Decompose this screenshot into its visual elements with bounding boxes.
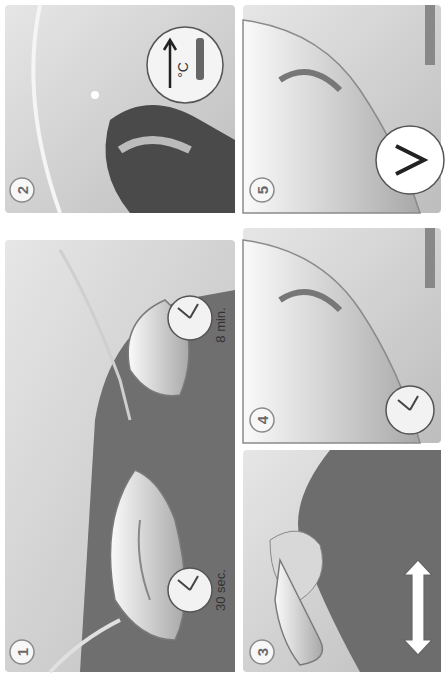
number-circle: [10, 178, 274, 664]
panel: [243, 450, 441, 672]
thermometer: [196, 38, 204, 80]
iron-handle: [280, 292, 340, 310]
iron-edge: [33, 5, 60, 213]
iron-handle: [280, 72, 340, 90]
callout-number: 4: [255, 416, 270, 424]
dial: [106, 105, 236, 213]
indicator-light: [91, 91, 99, 99]
iron-handle: [139, 520, 150, 600]
up-down-arrow: [404, 560, 432, 655]
ironing-board: [80, 290, 235, 672]
time-label: 8 min.: [214, 307, 227, 342]
timer-icon: [168, 296, 212, 340]
panel: [243, 228, 441, 443]
chevron-symbol: [396, 146, 424, 174]
timer-icon: [386, 386, 434, 434]
cord: [425, 5, 435, 65]
dial-rim: [120, 140, 190, 150]
timer-icon: [168, 568, 212, 612]
clock-hands: [178, 304, 198, 318]
panel: [5, 240, 235, 672]
temperature-callout: [147, 27, 223, 103]
unit-label: °C: [176, 62, 190, 78]
callout-number: 3: [255, 648, 270, 656]
cord: [425, 228, 435, 288]
iron: [275, 560, 323, 665]
cord: [50, 620, 120, 672]
panel: [5, 5, 235, 213]
callout-number: 5: [255, 186, 270, 194]
clock-hands: [178, 576, 198, 590]
arrow: [164, 40, 176, 88]
cord: [60, 250, 130, 420]
callout-number: 1: [15, 648, 30, 656]
time-label: 30 sec.: [214, 569, 227, 611]
iron: [111, 470, 186, 640]
callout-number: 2: [15, 186, 30, 194]
button-callout: [376, 126, 444, 194]
clock-hands: [398, 396, 418, 410]
